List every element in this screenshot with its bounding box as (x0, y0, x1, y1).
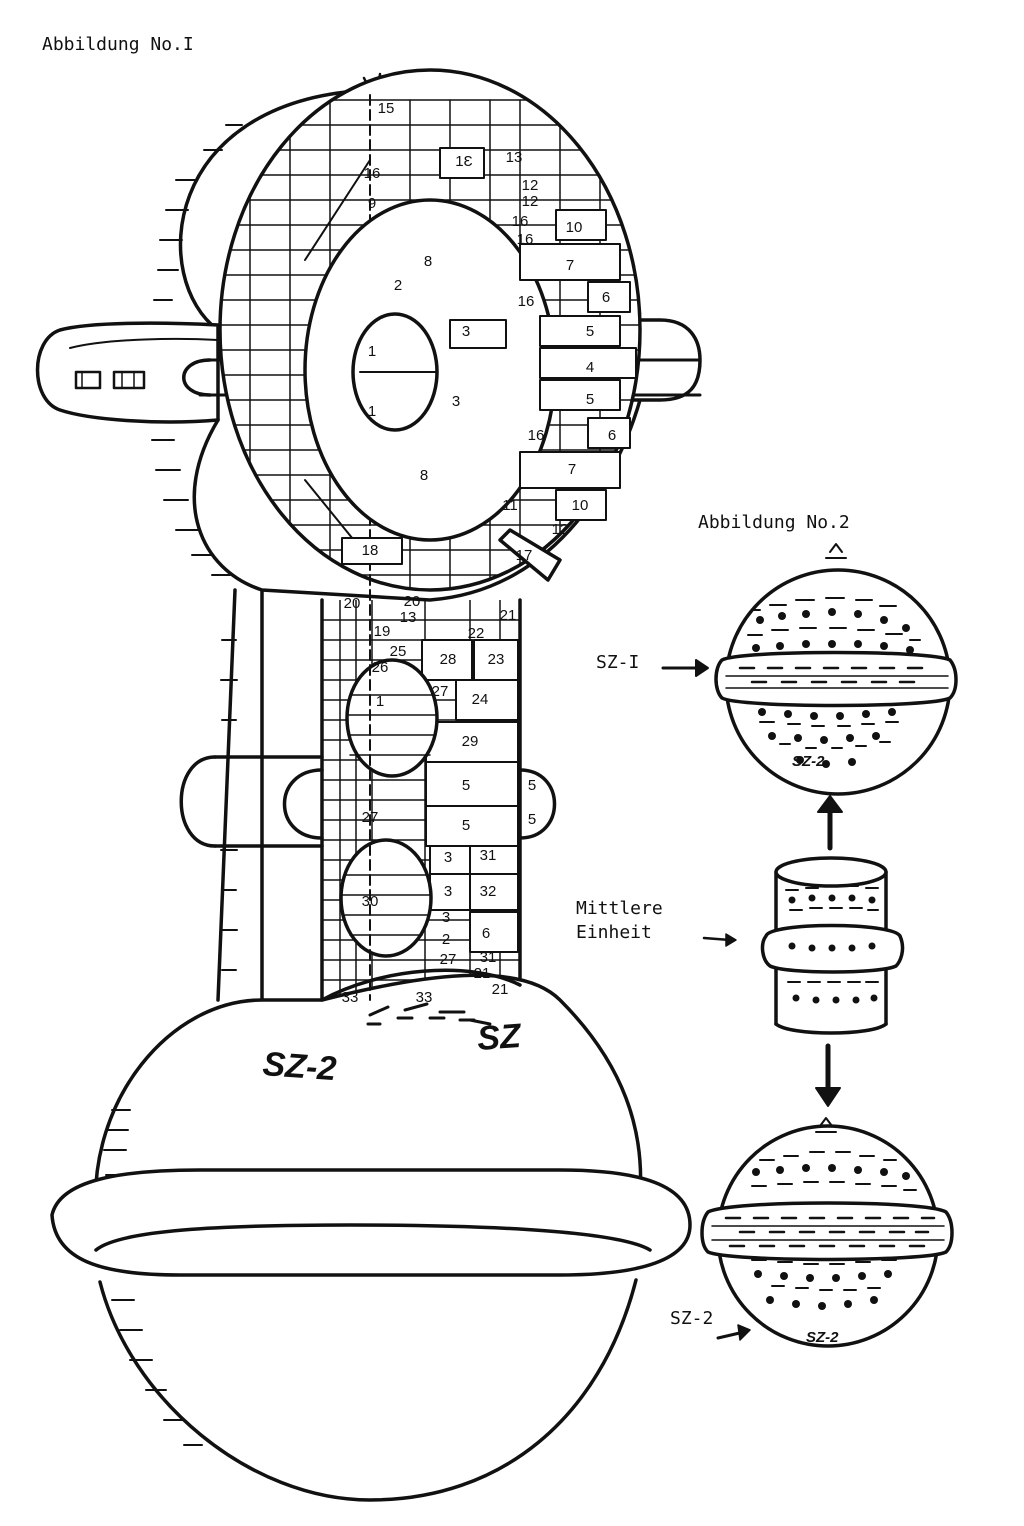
module-label: 6 (602, 289, 610, 306)
module-label: 1 (376, 693, 384, 710)
label-sz1: SZ-I (596, 652, 640, 673)
module-label: 16 (364, 165, 381, 182)
module-label: 13 (506, 149, 523, 166)
module-label: 6 (608, 427, 616, 444)
module-label: 2 (442, 931, 450, 948)
label-sz2: SZ-2 (670, 1308, 714, 1329)
upper-cutaway (218, 68, 642, 1001)
module-label: 3 (452, 393, 460, 410)
module-label: 3 (444, 849, 452, 866)
module-label: 11 (502, 497, 518, 514)
module-label: 5 (528, 811, 536, 828)
module-label: 6 (482, 925, 490, 942)
module-label: 15 (378, 100, 395, 117)
fig2-lower-sphere (700, 1117, 954, 1348)
module-label: 10 (566, 219, 583, 236)
module-label: 13 (400, 609, 417, 626)
module-label: 29 (462, 733, 479, 750)
module-label: 27 (432, 683, 449, 700)
label-middle-line2: Einheit (576, 922, 652, 943)
module-label: 7 (566, 257, 574, 274)
module-label: 33 (416, 989, 433, 1006)
module-label: 16 (518, 293, 535, 310)
module-label: 5 (586, 391, 594, 408)
module-label: 8 (424, 253, 432, 270)
module-label: 20 (344, 595, 361, 612)
fig2-middle-unit (760, 856, 905, 1035)
module-label: 5 (462, 817, 470, 834)
module-label: 9 (368, 195, 376, 212)
module-label: 10 (572, 497, 589, 514)
module-label: 1 (368, 343, 376, 360)
fig2-upper-dots (752, 608, 914, 768)
module-label: 21 (474, 965, 491, 982)
module-label: 27 (440, 951, 457, 968)
module-label: 25 (390, 643, 407, 660)
module-label: 31 (480, 847, 497, 864)
module-label: 5 (528, 777, 536, 794)
fig2-upper-sphere (714, 543, 958, 796)
fig2-upper-mark: SZ-2 (792, 753, 825, 770)
lower-sphere-shading (103, 1109, 203, 1446)
fig2-lower-mark: SZ-2 (806, 1329, 839, 1346)
module-label: 3 (442, 909, 450, 926)
module-label: 31 (480, 949, 497, 966)
module-label: 12 (522, 193, 539, 210)
module-label: 16 (528, 427, 545, 444)
module-label: 26 (372, 659, 389, 676)
module-label: 20 (404, 593, 421, 610)
label-middle-line1: Mittlere (576, 898, 663, 919)
module-label: 1 (368, 403, 376, 420)
module-label: 19 (374, 623, 391, 640)
middle-ring (179, 755, 557, 848)
module-label: 16 (512, 213, 529, 230)
module-label: 1Ɛ (455, 153, 472, 170)
module-label: 22 (468, 625, 485, 642)
module-label: 17 (516, 547, 533, 564)
lower-sphere (50, 968, 692, 1502)
module-label: 27 (362, 809, 379, 826)
module-label: 28 (440, 651, 457, 668)
upper-sphere-shading (151, 124, 243, 576)
module-label: 24 (472, 691, 489, 708)
module-label: 18 (362, 542, 379, 559)
module-label: 21 (492, 981, 509, 998)
module-label: 8 (420, 467, 428, 484)
module-label: 30 (362, 893, 379, 910)
module-label: 4 (586, 359, 594, 376)
module-label: 16 (517, 231, 534, 248)
module-label: 33 (342, 989, 359, 1006)
module-label: 12 (522, 177, 539, 194)
module-label: 5 (586, 323, 594, 340)
lower-sphere-label-left: SZ-2 (261, 1045, 337, 1088)
module-label: 32 (480, 883, 497, 900)
module-label: 12 (552, 521, 569, 538)
figure2-caption: Abbildung No.2 (698, 512, 850, 533)
module-label: 23 (488, 651, 505, 668)
module-label: 3 (444, 883, 452, 900)
module-label: 2 (394, 277, 402, 294)
figure1-caption: Abbildung No.I (42, 34, 194, 55)
module-label: 5 (462, 777, 470, 794)
neck-shading (220, 639, 238, 971)
module-label: 21 (500, 607, 517, 624)
module-label: 3 (462, 323, 470, 340)
lower-sphere-label-right: SZ (476, 1017, 523, 1058)
module-label: 7 (568, 461, 576, 478)
